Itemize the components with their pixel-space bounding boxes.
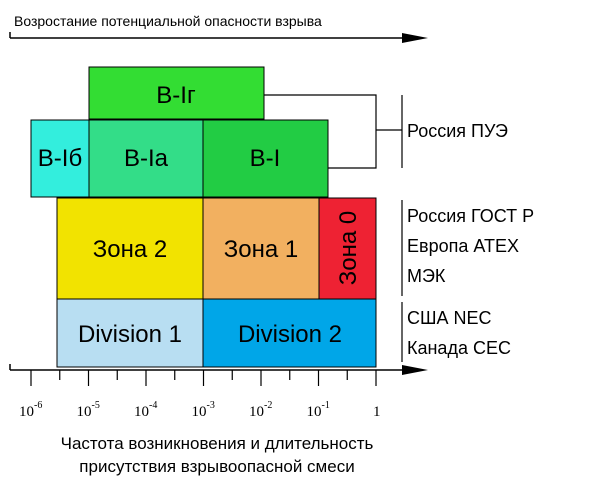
axis-tick-label: 10-6	[19, 400, 42, 420]
cec-label: Канада CEC	[407, 338, 511, 358]
zona-2-label: Зона 2	[93, 236, 167, 263]
division-2-box	[202, 298, 377, 368]
mek-label: МЭК	[407, 266, 446, 286]
bottom-caption-line1: Частота возникновения и длительность	[61, 434, 374, 453]
axis-tick-label: 10-2	[249, 400, 272, 420]
zona-0-box	[318, 197, 377, 300]
zone-v-ia-label: В-Ia	[124, 145, 169, 172]
zone-v-ia-box	[88, 119, 204, 198]
zona-1-box	[202, 197, 320, 300]
top-arrow	[9, 32, 428, 43]
zona-0-label: Зона 0	[335, 211, 362, 285]
axis-ticks: 10-6 10-5 10-4 10-3 10-2 10-1 1	[19, 370, 381, 420]
zona-1-label: Зона 1	[224, 236, 298, 263]
top-caption: Возростание потенциальной опасности взры…	[14, 13, 322, 29]
bottom-caption-line2: присутствия взрывоопасной смеси	[79, 457, 354, 476]
frequency-axis	[9, 364, 428, 375]
division-1-label: Division 1	[78, 321, 182, 348]
russia-pue-bracket	[264, 94, 403, 169]
nec-label: США NEC	[407, 308, 492, 328]
zone-v-i-box	[202, 119, 329, 198]
atex-label: Европа ATEX	[407, 236, 519, 256]
axis-tick-label: 10-4	[134, 400, 157, 420]
division-1-box	[56, 298, 204, 368]
axis-tick-label: 10-3	[192, 400, 215, 420]
gost-label: Россия ГОСТ Р	[407, 206, 534, 226]
zone-v-i-label: В-I	[250, 145, 281, 172]
zone-v-ib-box	[30, 119, 90, 198]
division-2-label: Division 2	[238, 321, 342, 348]
zone-v-ib-label: В-Iб	[38, 145, 82, 172]
axis-tick-label: 10-1	[307, 400, 330, 420]
zone-v-ig-box	[88, 66, 265, 120]
axis-tick-label: 10-5	[77, 400, 100, 420]
russia-pue-label: Россия ПУЭ	[407, 121, 508, 141]
axis-tick-label: 1	[373, 404, 381, 420]
zone-v-ig-label: В-Iг	[156, 82, 196, 109]
